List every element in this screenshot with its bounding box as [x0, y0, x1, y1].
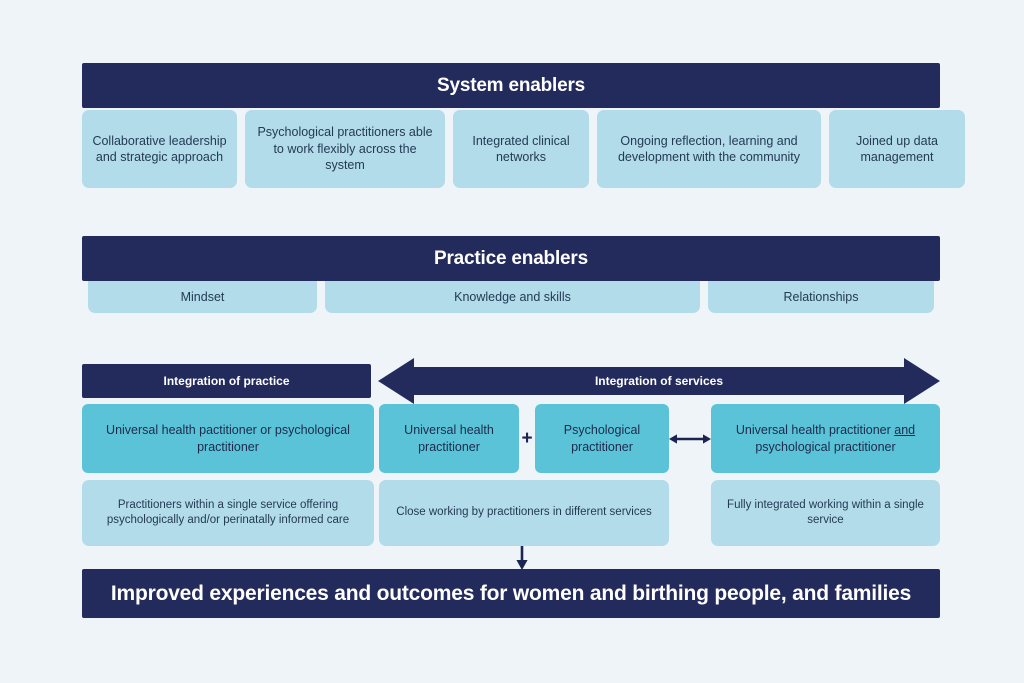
- practice-enabler-card-2: Knowledge and skills: [325, 281, 700, 313]
- model-box-3: Psychological practitioner: [535, 404, 669, 473]
- system-enablers-title-bar: System enablers: [82, 63, 940, 108]
- double-arrow-glyph: [669, 433, 711, 444]
- model-box-4: Universal health practitioner and psycho…: [711, 404, 940, 473]
- model-box-2: Universal health practitioner: [379, 404, 519, 473]
- system-enabler-card-1: Collaborative leadership and strategic a…: [82, 110, 237, 188]
- down-arrow-icon: [513, 546, 531, 570]
- system-enabler-card-3: Integrated clinical networks: [453, 110, 589, 188]
- model-box-4-text: Universal health practitioner and psycho…: [735, 423, 916, 454]
- double-arrow-icon: [669, 404, 711, 473]
- double-headed-arrow-icon: [378, 358, 940, 404]
- practice-enabler-card-3: Relationships: [708, 281, 934, 313]
- practice-enabler-card-1: Mindset: [88, 281, 317, 313]
- description-card-1: Practitioners within a single service of…: [82, 480, 374, 546]
- description-row: Practitioners within a single service of…: [82, 480, 940, 546]
- description-card-2: Close working by practitioners in differ…: [379, 480, 669, 546]
- model-box-4-underlined-and: and: [894, 423, 916, 437]
- practice-enablers-row: Mindset Knowledge and skills Relationshi…: [82, 281, 940, 313]
- integration-of-services-arrow: Integration of services: [378, 358, 940, 404]
- practitioner-model-row: Universal health pactitioner or psycholo…: [82, 404, 940, 473]
- model-box-1: Universal health pactitioner or psycholo…: [82, 404, 374, 473]
- system-enabler-card-4: Ongoing reflection, learning and develop…: [597, 110, 821, 188]
- system-enabler-card-2: Psychological practitioners able to work…: [245, 110, 445, 188]
- down-arrow-glyph: [516, 546, 528, 570]
- plus-icon: +: [521, 427, 533, 449]
- outcome-banner: Improved experiences and outcomes for wo…: [82, 569, 940, 618]
- description-card-3: Fully integrated working within a single…: [711, 480, 940, 546]
- integration-strip: Integration of practice Integration of s…: [82, 358, 940, 404]
- practice-enablers-title-bar: Practice enablers: [82, 236, 940, 281]
- integration-of-practice-bar: Integration of practice: [82, 364, 371, 398]
- system-enabler-card-5: Joined up data management: [829, 110, 965, 188]
- system-enablers-row: Collaborative leadership and strategic a…: [82, 110, 965, 188]
